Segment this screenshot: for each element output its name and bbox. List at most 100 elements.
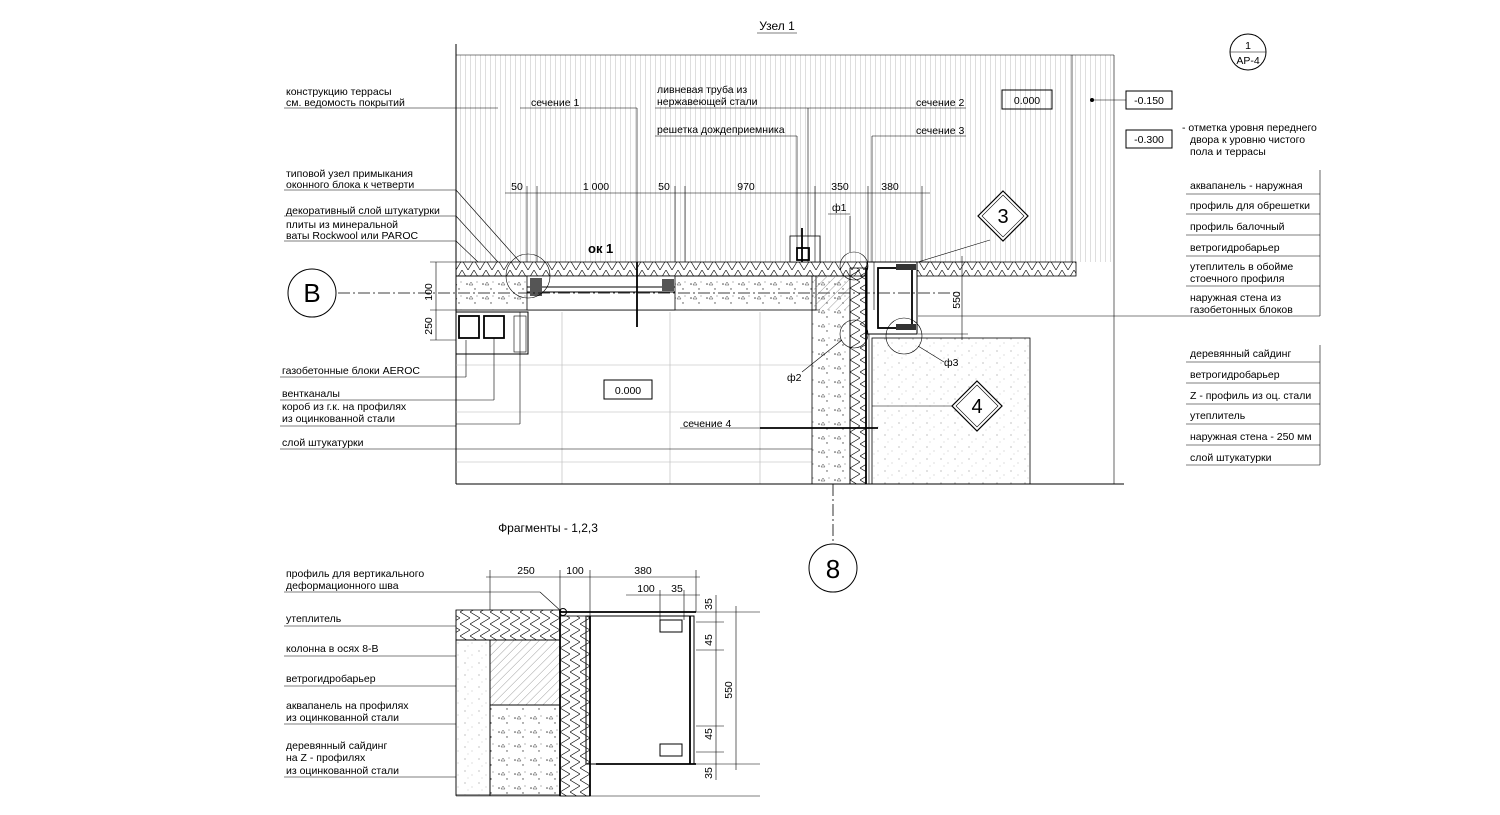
svg-text:аквапанель на профилях: аквапанель на профилях [286, 700, 409, 712]
callout-3-label: 3 [997, 206, 1008, 228]
profile-box-corner-bot [896, 324, 916, 330]
frag-dim-r35a: 35 [703, 598, 715, 610]
dim-350: 350 [831, 181, 849, 193]
phi-3: ф3 [944, 357, 959, 369]
svg-text:утеплитель: утеплитель [1190, 410, 1246, 422]
mid-label-0-a: ливневая труба из [657, 84, 747, 96]
svg-text:ветрогидробарьер: ветрогидробарьер [1190, 369, 1280, 381]
top-dimensions [505, 186, 930, 262]
svg-text:см. ведомость покрытий: см. ведомость покрытий [286, 97, 405, 109]
title-node1: Узел 1 [759, 19, 795, 33]
title-fragments: Фрагменты - 1,2,3 [498, 521, 598, 535]
svg-text:газобетонные блоки AEROC: газобетонные блоки AEROC [282, 365, 420, 377]
frag-dim-sub35: 35 [671, 583, 683, 595]
fragment-labels: профиль для вертикального деформационног… [284, 568, 563, 778]
section-3: сечение 3 [916, 125, 964, 137]
phi-1: ф1 [832, 202, 847, 214]
svg-text:из оцинкованной стали: из оцинкованной стали [282, 413, 395, 425]
detail-circle-f2 [839, 319, 869, 349]
right-labels: аквапанель - наружная профиль для обреше… [918, 170, 1321, 466]
svg-text:деформационного шва: деформационного шва [286, 580, 399, 592]
drain-box [789, 235, 821, 263]
frag-dim-r550: 550 [723, 681, 735, 699]
level-m300-box [1125, 129, 1173, 149]
detail-circle-f1 [839, 251, 869, 281]
axis-8-bubble [808, 543, 858, 593]
level-top: 0.000 [1014, 95, 1040, 107]
svg-text:профиль балочный: профиль балочный [1190, 221, 1285, 233]
frag-dim-r45a: 45 [703, 634, 715, 646]
phi-2: ф2 [787, 372, 802, 384]
callout-4-label: 4 [971, 396, 982, 418]
dim-100: 100 [423, 283, 435, 301]
mid-label-1: решетка дождеприемника [657, 124, 785, 136]
svg-text:стоечного профиля: стоечного профиля [1190, 273, 1284, 285]
frag-dim-sub100: 100 [637, 583, 655, 595]
svg-text:на Z - профилях: на Z - профилях [286, 752, 366, 764]
section-2: сечение 2 [916, 97, 964, 109]
window-jamb-left [530, 278, 542, 296]
dim-50a: 50 [511, 181, 523, 193]
level-m150-box [1125, 90, 1173, 110]
svg-text:слой штукатурки: слой штукатурки [282, 437, 364, 449]
vent-box [455, 311, 529, 355]
mid-label-0-b: нержавеющей стали [657, 96, 758, 108]
frag-dim-r35b: 35 [703, 767, 715, 779]
svg-text:деревянный сайдинг: деревянный сайдинг [286, 740, 387, 752]
dim-250: 250 [423, 317, 435, 335]
dim-550: 550 [951, 291, 963, 309]
dim-970: 970 [737, 181, 755, 193]
axis-b-label: В [303, 278, 320, 308]
dim-380: 380 [881, 181, 899, 193]
svg-text:плиты из минеральной: плиты из минеральной [286, 219, 398, 231]
window-label: ок 1 [588, 241, 613, 256]
svg-text:деревянный сайдинг: деревянный сайдинг [1190, 348, 1291, 360]
axis-b-bubble [287, 268, 337, 318]
level-m150: -0.150 [1134, 95, 1164, 107]
fragment-drawing [455, 608, 760, 797]
detail-circle-window [505, 253, 551, 299]
svg-text:колонна в осях 8-В: колонна в осях 8-В [286, 643, 379, 655]
level-m300: -0.300 [1134, 134, 1164, 146]
svg-text:Z - профиль из оц. стали: Z - профиль из оц. стали [1190, 390, 1311, 402]
svg-text:наружная стена из: наружная стена из [1190, 292, 1281, 304]
dim-1000: 1 000 [583, 181, 609, 193]
frag-dim-100: 100 [566, 565, 584, 577]
window-jamb-right [662, 279, 674, 291]
section-4: сечение 4 [683, 418, 731, 430]
section-1: сечение 1 [531, 97, 579, 109]
plan-grid [456, 312, 812, 484]
terrace-hatch-right [1072, 55, 1114, 262]
left-labels: конструкцию террасы см. ведомость покрыт… [280, 86, 812, 450]
svg-text:ветрогидробарьер: ветрогидробарьер [286, 673, 376, 685]
svg-text:оконного блока к четверти: оконного блока к четверти [286, 179, 414, 191]
profile-box [866, 261, 918, 335]
svg-text:утеплитель: утеплитель [286, 613, 342, 625]
axis-8-label: 8 [826, 554, 840, 584]
callout-3-diamond [977, 190, 1029, 242]
sheet-ref-num: 1 [1245, 40, 1251, 52]
level-note-2: двора к уровню чистого [1190, 134, 1305, 146]
level-note-1: - отметка уровня переднего [1182, 122, 1317, 134]
svg-text:утеплитель в обойме: утеплитель в обойме [1190, 261, 1293, 273]
yard-ground [871, 337, 1031, 485]
svg-text:из оцинкованной стали: из оцинкованной стали [286, 765, 399, 777]
terrace-hatch [456, 55, 1072, 262]
svg-text:вентканалы: вентканалы [282, 388, 340, 400]
svg-text:наружная стена - 250 мм: наружная стена - 250 мм [1190, 431, 1312, 443]
detail-circle-f3 [885, 317, 923, 355]
svg-text:ветрогидробарьер: ветрогидробарьер [1190, 242, 1280, 254]
svg-text:слой штукатурки: слой штукатурки [1190, 452, 1272, 464]
svg-text:типовой узел примыкания: типовой узел примыкания [286, 168, 413, 180]
fragment-dimensions [486, 570, 760, 780]
dim-50b: 50 [658, 181, 670, 193]
frag-dim-380: 380 [634, 565, 652, 577]
svg-text:профиль для обрешетки: профиль для обрешетки [1190, 200, 1310, 212]
wall-insulation [849, 267, 867, 485]
svg-text:аквапанель - наружная: аквапанель - наружная [1190, 180, 1303, 192]
profile-box-corner-top [896, 264, 916, 270]
level-note-3: пола и террасы [1190, 146, 1266, 158]
svg-text:декоративный слой штукатурки: декоративный слой штукатурки [286, 205, 440, 217]
level-plan-box [603, 379, 653, 400]
